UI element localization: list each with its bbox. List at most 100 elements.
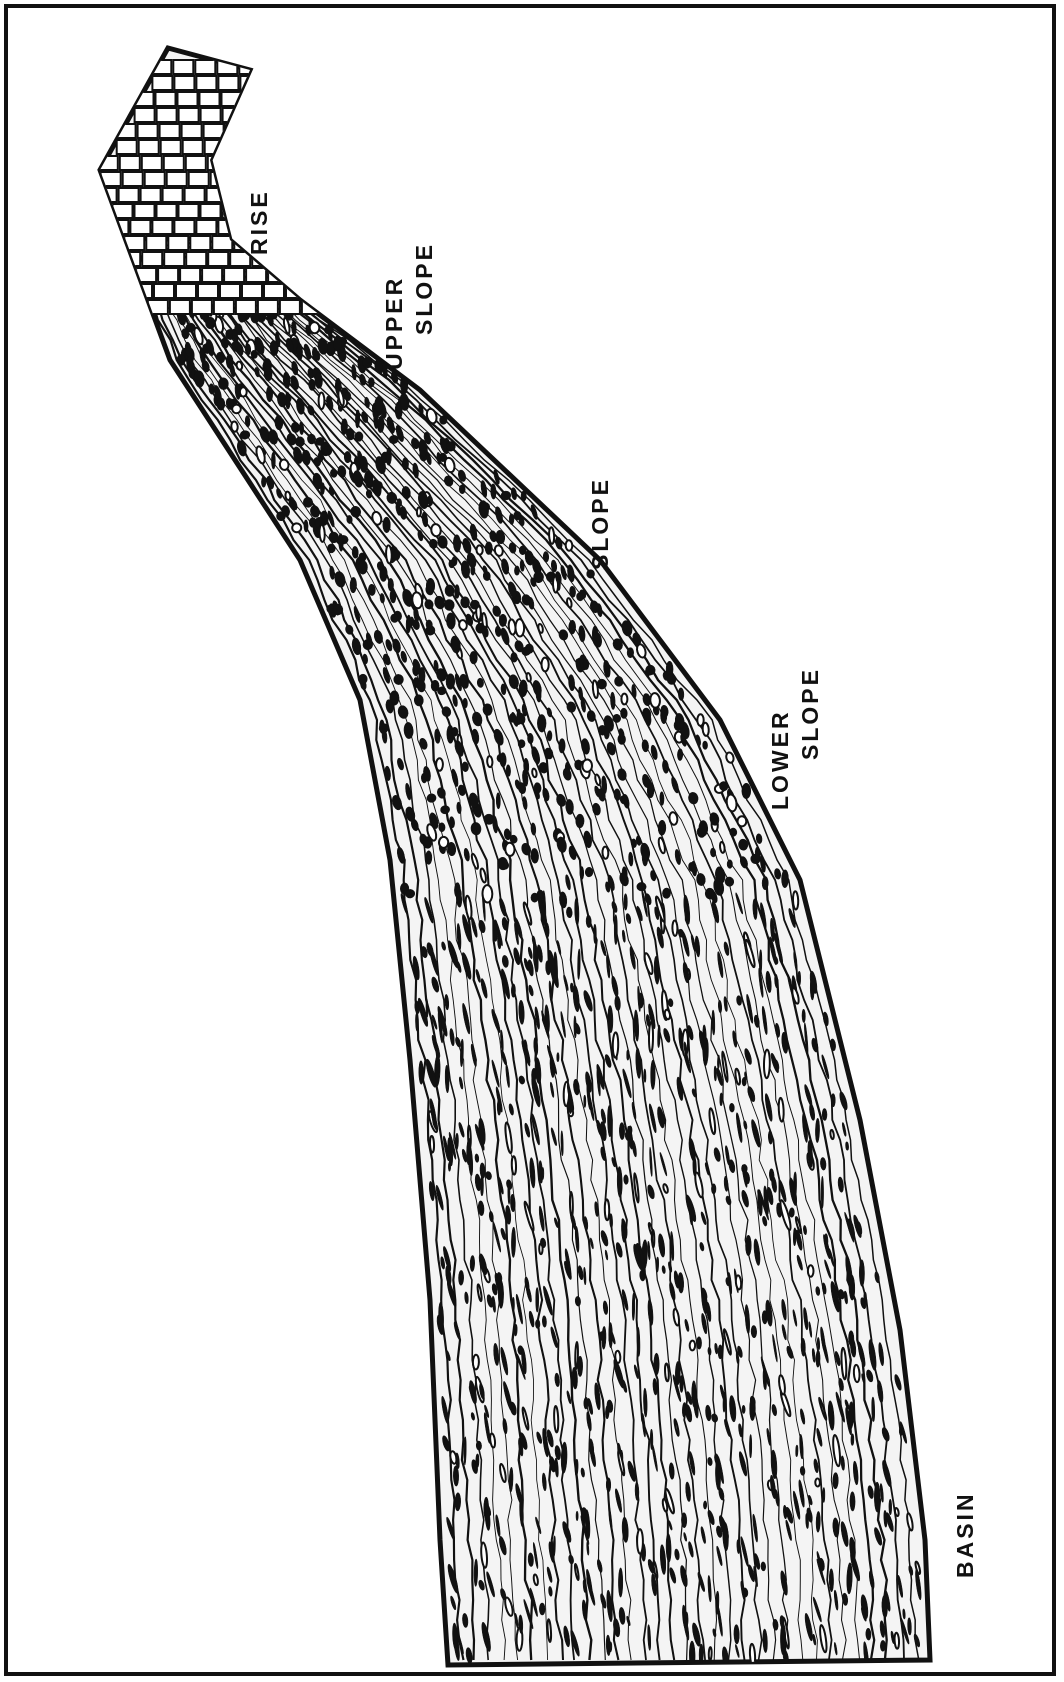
reef-block	[158, 268, 178, 282]
clast-mark	[231, 421, 238, 432]
clast-mark	[439, 823, 446, 832]
clast-mark	[487, 756, 493, 767]
clast-mark	[624, 1226, 627, 1239]
clast-mark	[514, 566, 519, 575]
clast-mark	[650, 1429, 653, 1449]
reef-block	[189, 172, 209, 186]
reef-block	[186, 252, 206, 266]
clast-mark	[496, 793, 501, 809]
clast-mark	[656, 1257, 659, 1272]
clast-mark	[627, 648, 634, 658]
reef-block	[142, 252, 162, 266]
clast-mark	[327, 544, 335, 553]
clast-mark	[474, 1559, 478, 1586]
clast-mark	[866, 1628, 872, 1640]
clast-mark	[798, 971, 801, 985]
clast-mark	[292, 523, 302, 532]
clast-mark	[614, 915, 617, 945]
clast-mark	[470, 1255, 475, 1271]
clast-mark	[672, 920, 677, 936]
clast-mark	[734, 1625, 740, 1645]
clast-mark	[500, 753, 507, 768]
clast-mark	[304, 520, 308, 532]
clast-mark	[499, 614, 507, 626]
clast-mark	[829, 1569, 834, 1592]
clast-mark	[446, 674, 455, 690]
clast-mark	[473, 1355, 479, 1370]
clast-mark	[576, 1511, 578, 1520]
clast-mark	[386, 545, 393, 563]
clast-mark	[521, 491, 526, 501]
clast-mark	[559, 739, 566, 754]
clast-mark	[430, 523, 441, 536]
reef-block	[220, 284, 240, 298]
clast-mark	[624, 894, 628, 910]
reef-framework	[97, 60, 322, 314]
clast-mark	[658, 820, 666, 835]
clast-mark	[426, 851, 432, 865]
clast-mark	[417, 507, 421, 516]
reef-block	[200, 92, 220, 106]
clast-mark	[439, 837, 449, 848]
reef-block	[154, 284, 174, 298]
clast-mark	[864, 1292, 867, 1303]
clast-mark	[557, 1053, 559, 1062]
clast-mark	[795, 1445, 798, 1457]
reef-block	[160, 124, 180, 138]
reef-block	[119, 188, 139, 202]
clast-mark	[703, 1501, 707, 1509]
clast-mark	[245, 415, 250, 427]
clast-mark	[543, 551, 549, 562]
reef-block	[130, 220, 150, 234]
reef-block	[198, 284, 218, 298]
clast-mark	[554, 1406, 559, 1433]
clast-mark	[894, 1508, 899, 1517]
clast-mark	[402, 458, 409, 471]
clast-mark	[821, 1176, 823, 1208]
clast-mark	[568, 1096, 572, 1114]
clast-mark	[815, 1118, 820, 1142]
reef-block	[185, 188, 205, 202]
clast-mark	[463, 698, 468, 708]
clast-mark	[511, 984, 515, 997]
clast-mark	[575, 1459, 578, 1476]
clast-mark	[801, 1338, 806, 1356]
reef-block	[157, 204, 177, 218]
clast-mark	[742, 1405, 745, 1413]
clast-mark	[745, 1235, 751, 1255]
clast-mark	[778, 1098, 784, 1122]
clast-mark	[632, 1293, 635, 1321]
clast-mark	[647, 782, 654, 798]
clast-mark	[535, 1319, 540, 1328]
clast-mark	[527, 733, 533, 744]
clast-mark	[383, 517, 391, 533]
label-basin: BASIN	[952, 1491, 978, 1578]
clast-mark	[800, 1466, 806, 1475]
clast-mark	[245, 344, 251, 355]
reef-block	[145, 172, 165, 186]
clast-mark	[509, 713, 516, 722]
reef-block	[264, 284, 284, 298]
clast-mark	[458, 1270, 463, 1285]
clast-mark	[737, 816, 746, 826]
clast-mark	[627, 1050, 630, 1061]
clast-mark	[669, 812, 678, 826]
reef-block	[182, 124, 202, 138]
reef-block	[135, 204, 155, 218]
reef-block	[167, 172, 187, 186]
clast-mark	[635, 1482, 639, 1501]
label-upper-slope-2: SLOPE	[411, 242, 437, 335]
clast-mark	[880, 1640, 885, 1651]
clast-mark	[506, 765, 511, 777]
clast-mark	[617, 1167, 623, 1198]
clast-mark	[520, 560, 525, 572]
clast-mark	[397, 499, 402, 507]
clast-mark	[576, 814, 584, 828]
reef-block	[218, 76, 238, 90]
reef-block	[156, 92, 176, 106]
clast-mark	[749, 1434, 751, 1457]
clast-mark	[470, 651, 478, 664]
clast-mark	[279, 459, 289, 471]
clast-mark	[386, 448, 392, 466]
reef-block	[174, 220, 194, 234]
